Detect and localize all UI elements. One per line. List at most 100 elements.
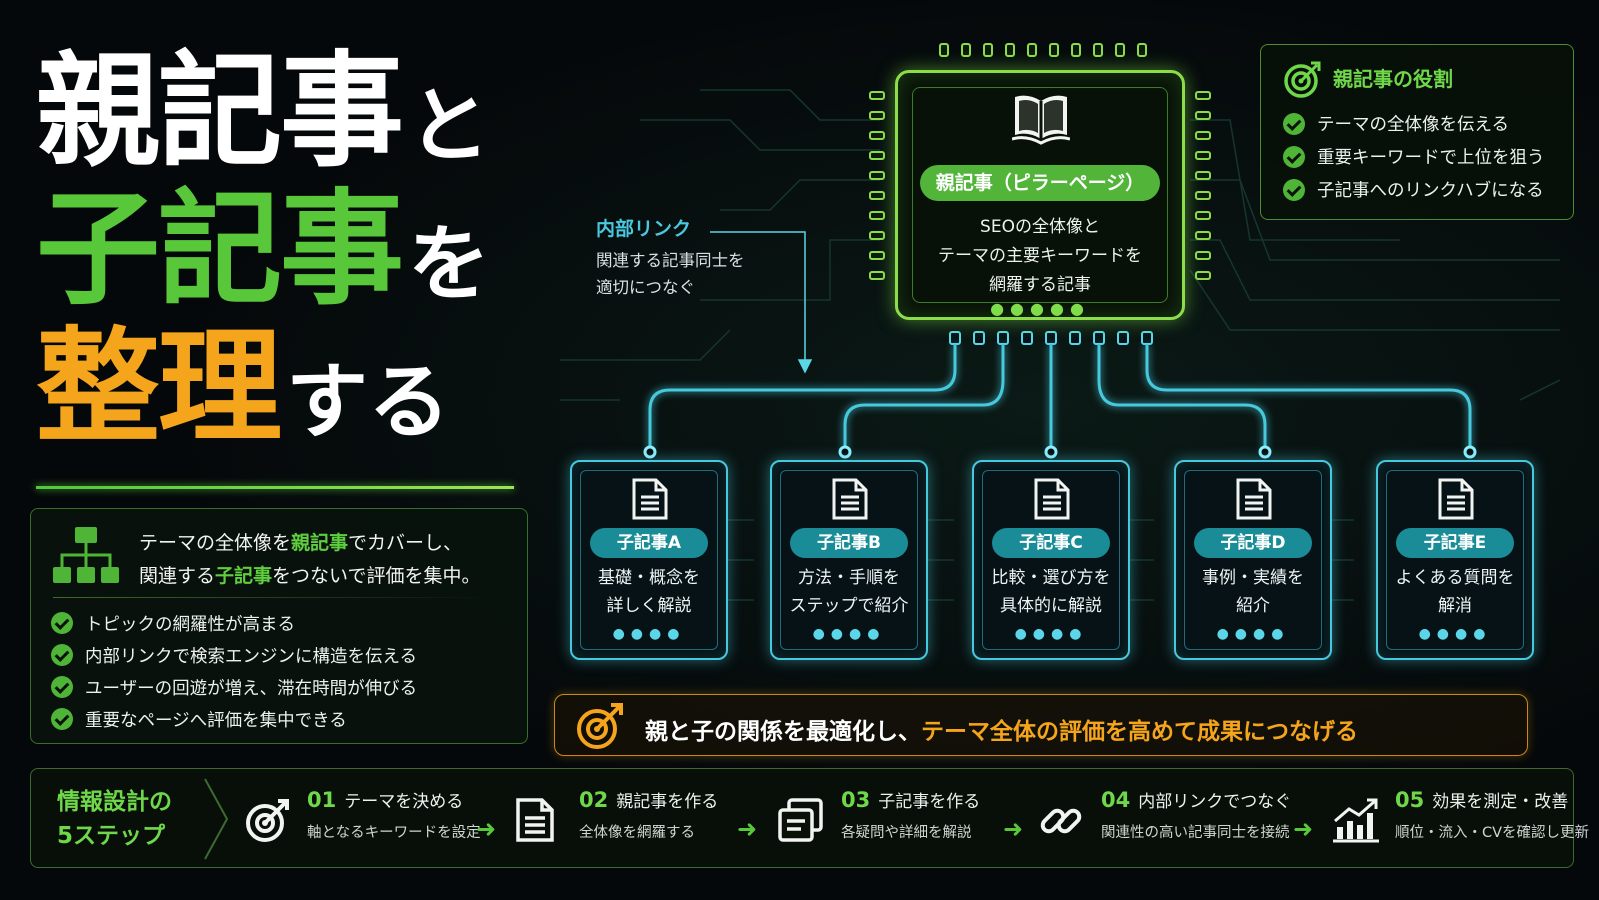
role-text: 子記事へのリンクハブになる: [1317, 181, 1544, 201]
child-card-c: 子記事C 比較・選び方を具体的に解説 ●●●●: [972, 460, 1130, 660]
divider: [53, 597, 493, 598]
internal-link-desc-line: 適切につなぐ: [596, 278, 695, 297]
step-subtitle: 軸となるキーワードを設定: [307, 825, 481, 841]
child-desc: 方法・手順をステップで紹介: [772, 564, 926, 620]
benefit-list: トピックの網羅性が高まる 内部リンクで検索エンジンに構造を伝える ユーザーの回遊…: [51, 607, 417, 735]
chip-frame: [912, 87, 1168, 303]
step-subtitle: 各疑問や詳細を解説: [841, 825, 972, 841]
child-desc-line: 紹介: [1236, 596, 1270, 616]
summary-lead: テーマの全体像を親記事でカバーし、 関連する子記事をつないで評価を集中。: [139, 527, 480, 593]
benefit-text: ユーザーの回遊が増え、滞在時間が伸びる: [85, 678, 418, 699]
card-frame: [1386, 470, 1524, 650]
target-icon: [1284, 61, 1321, 98]
document-icon: [1438, 478, 1474, 520]
stacked-docs-icon: [778, 798, 823, 842]
step-subtitle: 関連性の高い記事同士を接続: [1101, 825, 1290, 841]
step-title: 内部リンクでつなぐ: [1138, 792, 1292, 812]
child-label: 子記事B: [790, 528, 908, 558]
sitemap-icon: [53, 527, 119, 583]
pillar-desc-line: SEOの全体像と: [980, 217, 1100, 237]
step-heading: 05 効果を測定・改善: [1395, 787, 1568, 812]
step-heading: 04 内部リンクでつなぐ: [1101, 787, 1291, 812]
step-subtitle: 順位・流入・CVを確認し更新: [1395, 825, 1590, 841]
child-desc: 比較・選び方を具体的に解説: [974, 564, 1128, 620]
lead-highlight-child: 子記事: [215, 565, 273, 587]
check-icon: [1283, 178, 1305, 201]
child-label: 子記事A: [590, 528, 708, 558]
decorative-dots: ●●●●: [812, 626, 886, 642]
parent-role-box: 親記事の役割 テーマの全体像を伝える 重要キーワードで上位を狙う 子記事へのリン…: [1260, 44, 1574, 220]
check-icon: [51, 676, 73, 698]
child-desc: 基礎・概念を詳しく解説: [572, 564, 726, 620]
lead-text: 関連する: [139, 565, 216, 587]
role-text: 重要キーワードで上位を狙う: [1317, 148, 1545, 168]
internal-link-note: 内部リンク 関連する記事同士を 適切につなぐ: [596, 214, 745, 301]
arrow-right-icon: ➜: [737, 815, 758, 843]
child-label: 子記事C: [992, 528, 1110, 558]
list-item: トピックの網羅性が高まる: [51, 607, 417, 639]
child-desc: 事例・実績を紹介: [1176, 564, 1330, 620]
step-number: 05: [1395, 788, 1425, 812]
title-underline: [36, 486, 514, 489]
pillar-desc-line: テーマの主要キーワードを: [938, 246, 1142, 266]
pillar-page-chip: 親記事（ピラーページ） SEOの全体像と テーマの主要キーワードを 網羅する記事…: [895, 70, 1185, 320]
list-item: ユーザーの回遊が増え、滞在時間が伸びる: [51, 671, 417, 703]
child-desc-line: ステップで紹介: [789, 596, 909, 616]
step-04: 04 内部リンクでつなぐ 関連性の高い記事同士を接続: [1037, 781, 1297, 857]
chart-icon: [1333, 798, 1379, 843]
list-item: テーマの全体像を伝える: [1283, 107, 1545, 140]
role-text: テーマの全体像を伝える: [1317, 115, 1509, 135]
child-desc-line: 方法・手順を: [798, 568, 900, 588]
main-title: 親記事と 子記事を 整理する: [36, 50, 536, 450]
summary-box: テーマの全体像を親記事でカバーし、 関連する子記事をつないで評価を集中。 トピッ…: [30, 508, 528, 744]
document-icon: [832, 478, 868, 520]
child-card-a: 子記事A 基礎・概念を詳しく解説 ●●●●: [570, 460, 728, 660]
list-item: 内部リンクで検索エンジンに構造を伝える: [51, 639, 417, 671]
title-line-1: 親記事と: [36, 50, 536, 174]
step-number: 04: [1101, 788, 1131, 812]
child-card-d: 子記事D 事例・実績を紹介 ●●●●: [1174, 460, 1332, 660]
card-frame: [982, 470, 1120, 650]
list-item: 重要キーワードで上位を狙う: [1283, 140, 1545, 173]
document-icon: [632, 478, 668, 520]
child-desc-line: 比較・選び方を: [991, 568, 1111, 588]
title-line-2: 子記事を: [36, 188, 536, 312]
card-frame: [780, 470, 918, 650]
internal-link-desc-line: 関連する記事同士を: [596, 251, 745, 270]
document-icon: [516, 798, 554, 842]
steps-title-line: 5ステップ: [57, 823, 166, 849]
list-item: 子記事へのリンクハブになる: [1283, 173, 1545, 206]
check-icon: [51, 708, 73, 730]
role-title: 親記事の役割: [1333, 67, 1453, 91]
document-icon: [1236, 478, 1272, 520]
pillar-page-desc: SEOの全体像と テーマの主要キーワードを 網羅する記事: [898, 213, 1182, 300]
step-05: 05 効果を測定・改善 順位・流入・CVを確認し更新: [1331, 781, 1589, 857]
check-icon: [51, 612, 73, 634]
check-icon: [51, 644, 73, 666]
link-icon: [1040, 808, 1082, 834]
lead-text: テーマの全体像を: [139, 532, 292, 554]
conclusion-banner: 親と子の関係を最適化し、テーマ全体の評価を高めて成果につなげる: [554, 694, 1528, 756]
pillar-desc-line: 網羅する記事: [989, 275, 1091, 295]
child-desc-line: 事例・実績を: [1202, 568, 1304, 588]
step-title: 効果を測定・改善: [1432, 792, 1569, 812]
banner-text-highlight: テーマ全体の評価を高めて成果につなげる: [921, 719, 1358, 745]
step-number: 01: [307, 788, 337, 812]
chevron-right-icon: [204, 778, 229, 860]
child-desc-line: 基礎・概念を: [598, 568, 700, 588]
title-parent-article: 親記事: [36, 40, 404, 184]
decorative-dots: ●●●●: [1418, 626, 1492, 642]
benefit-text: 重要なページへ評価を集中できる: [85, 710, 347, 731]
child-card-e: 子記事E よくある質問を解消 ●●●●: [1376, 460, 1534, 660]
banner-text-white: 親と子の関係を最適化し、: [645, 719, 921, 745]
lead-text: をつないで評価を集中。: [272, 565, 481, 587]
card-frame: [1184, 470, 1322, 650]
